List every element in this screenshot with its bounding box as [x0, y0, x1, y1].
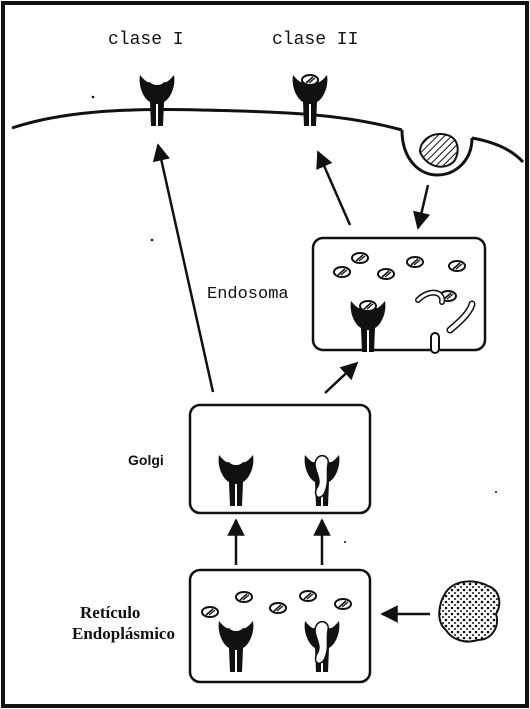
- mhc-class-1-er: [219, 621, 254, 672]
- er-compartment: [190, 570, 370, 682]
- endocytic-vesicle-icon: [402, 130, 472, 175]
- er-label-line-1: Retículo: [80, 603, 140, 623]
- class-1-label: clase I: [108, 30, 184, 50]
- peptide-icon: [202, 591, 351, 617]
- er-label-line-2: Endoplásmico: [72, 624, 175, 644]
- golgi-compartment: [190, 405, 370, 513]
- antigen-particle-icon: [439, 581, 499, 641]
- peptide-icon: [334, 253, 465, 301]
- mhc-class-2-golgi: [305, 455, 340, 506]
- mhc-class-1-golgi: [219, 455, 254, 506]
- endosome-label: Endosoma: [207, 285, 289, 304]
- golgi-label: Golgi: [128, 452, 164, 468]
- class-2-label: clase II: [272, 30, 358, 50]
- mhc-class-2-er: [305, 621, 340, 672]
- mhc-class-2-endosome: [351, 301, 386, 352]
- transport-arrows: [158, 145, 430, 614]
- endosome-compartment: [313, 238, 485, 350]
- mhc-class-1-surface: [140, 75, 175, 126]
- mhc-class-2-surface: [293, 75, 328, 126]
